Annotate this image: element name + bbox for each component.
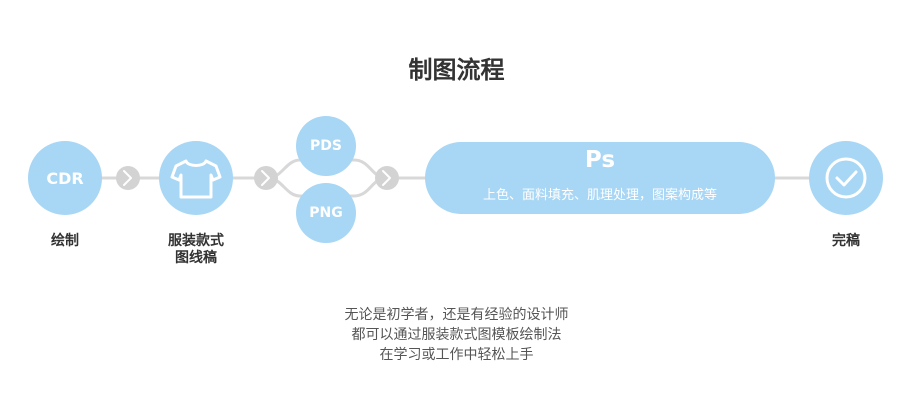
caption-shirt-line2: 图线稿 [175,250,217,266]
page-title: 制图流程 [408,56,505,84]
node-ps [425,142,775,214]
chevron-right-icon [254,166,278,190]
node-cdr-label: CDR [46,169,84,188]
chevron-right-icon [375,166,399,190]
description-line: 在学习或工作中轻松上手 [379,347,534,363]
caption-cdr: 绘制 [51,233,79,249]
node-png [296,183,356,243]
description-line: 无论是初学者，还是有经验的设计师 [344,307,569,323]
node-ps-subtitle: 上色、面料填充、肌理处理，图案构成等 [482,188,717,203]
caption-shirt: 服装款式 图线稿 [146,233,246,267]
chevron-right-icon [116,166,140,190]
description: 无论是初学者，还是有经验的设计师 都可以通过服装款式图模板绘制法 在学习或工作中… [0,305,913,365]
node-done [809,141,883,215]
description-line: 都可以通过服装款式图模板绘制法 [351,327,562,343]
node-pds [296,116,356,176]
tshirt-icon [170,159,222,199]
node-png-label: PNG [309,205,343,221]
caption-done: 完稿 [832,233,860,249]
node-ps-label: Ps [584,147,616,173]
node-shirt [159,141,233,215]
check-circle-icon [825,157,867,199]
node-cdr [28,141,102,215]
caption-shirt-line1: 服装款式 [168,233,224,249]
node-pds-label: PDS [310,138,342,154]
